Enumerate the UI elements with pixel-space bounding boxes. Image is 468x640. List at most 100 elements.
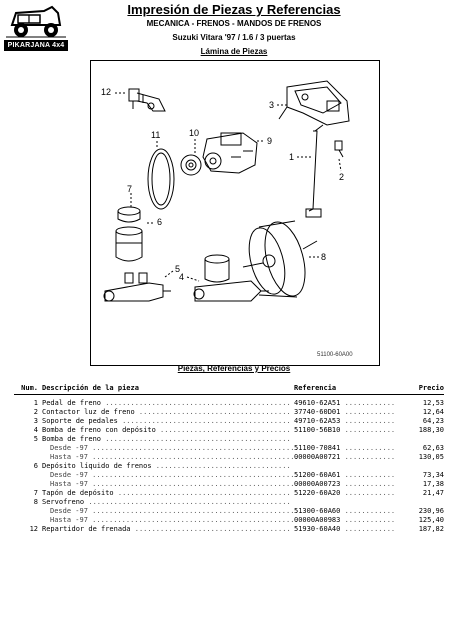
row-desc: Hasta -97 ..............................…	[50, 480, 300, 489]
dot-leader: ........................................…	[160, 426, 292, 434]
row-ref: 49610-62A51 ....................	[294, 399, 394, 408]
logo-text: PIKARJANA 4x4	[4, 40, 68, 51]
row-price: 12,53	[422, 399, 444, 407]
dot-leader: ........................................…	[155, 462, 292, 470]
dot-leader: ........................................…	[92, 516, 300, 524]
dot-leader: ........................................…	[92, 507, 300, 515]
dot-leader: ........................................…	[92, 480, 300, 488]
pulley-icon	[180, 154, 202, 176]
row-ref: 51220-60A20 ....................	[294, 489, 394, 498]
callout-label: 7	[127, 184, 133, 194]
row-num: 5	[33, 435, 38, 443]
row-num: 2	[33, 408, 38, 416]
row-price: 125,40	[418, 516, 444, 524]
row-desc: Repartidor de frenada ..................…	[42, 525, 292, 534]
row-price: 130,05	[418, 453, 444, 461]
table-row: 1 Pedal de freno ........................…	[14, 399, 444, 408]
dot-leader: ....................	[344, 525, 394, 533]
row-price: 17,38	[422, 480, 444, 488]
row-desc: Bomba de freno .........................…	[42, 435, 292, 444]
row-ref: 51200-60A61 ....................	[294, 471, 394, 480]
dot-leader: ........................................…	[105, 435, 292, 443]
dot-leader: ........................................…	[138, 408, 292, 416]
header-ref: Referencia	[294, 384, 337, 392]
callout-label: 1	[289, 152, 295, 162]
header-desc: Descripción de la pieza	[42, 384, 139, 392]
parts-section-title: Piezas, Referencias y Precios	[177, 364, 291, 373]
row-desc: Depósito líquido de frenos .............…	[42, 462, 292, 471]
diagram-code: 51100-60A00	[317, 352, 353, 358]
drive-belt-icon	[147, 148, 175, 210]
logo: PIKARJANA 4x4	[4, 3, 68, 51]
row-ref: 00000A00723 ....................	[294, 480, 394, 489]
pedal-bracket-icon	[278, 80, 350, 126]
table-row: Hasta -97 ..............................…	[14, 453, 444, 462]
master-cylinder-with-reservoir-icon	[193, 254, 269, 302]
table-body: 1 Pedal de freno ........................…	[14, 399, 444, 534]
parts-diagram: 12 11 10 9 3 1 2 7 6 5 4 8 51100-60A00	[90, 60, 380, 366]
row-desc: Servofreno .............................…	[42, 498, 292, 507]
row-num: 7	[33, 489, 38, 497]
callout-label: 6	[157, 217, 163, 227]
brake-pedal-icon	[305, 124, 324, 218]
callout-label: 10	[189, 128, 200, 138]
page-title: Impresión de Piezas y Referencias	[127, 2, 341, 17]
callout-label: 3	[269, 100, 275, 110]
dot-leader: ....................	[344, 471, 394, 479]
table-row: 5 Bomba de freno ........................…	[14, 435, 444, 444]
row-desc: Tapón de depósito ......................…	[42, 489, 292, 498]
jeep-logo-icon	[4, 3, 68, 41]
row-desc: Desde -97 ..............................…	[50, 507, 300, 516]
header-price: Precio	[418, 384, 444, 392]
page-subtitle: MECANICA - FRENOS - MANDOS DE FRENOS	[146, 19, 322, 28]
brake-booster-icon	[242, 220, 318, 298]
table-row: Hasta -97 ..............................…	[14, 516, 444, 525]
dot-leader: ....................	[344, 489, 394, 497]
callout-label: 4	[179, 272, 185, 282]
dot-leader: ........................................…	[88, 498, 292, 506]
brake-parts-drawing	[103, 80, 350, 302]
reservoir-cap-icon	[117, 206, 141, 223]
row-num: 3	[33, 417, 38, 425]
dot-leader: ........................................…	[134, 525, 292, 533]
row-ref: 51930-60A40 ....................	[294, 525, 394, 534]
row-desc: Pedal de freno .........................…	[42, 399, 292, 408]
row-price: 12,64	[422, 408, 444, 416]
dot-leader: ....................	[344, 408, 394, 416]
callout-label: 5	[175, 264, 181, 274]
row-ref: 51100-56B10 ....................	[294, 426, 394, 435]
dot-leader: ....................	[344, 453, 394, 461]
table-row: Desde -97 ..............................…	[14, 471, 444, 480]
table-row: 4 Bomba de freno con depósito ...........…	[14, 426, 444, 435]
row-num: 1	[33, 399, 38, 407]
row-price: 188,30	[418, 426, 444, 434]
callout-label: 12	[101, 87, 112, 97]
stoplight-switch-icon	[334, 140, 344, 158]
header-num: Num.	[21, 384, 38, 392]
master-cylinder-icon	[103, 272, 171, 302]
dot-leader: ........................................…	[92, 471, 300, 479]
table-row: 3 Soporte de pedales ....................…	[14, 417, 444, 426]
callout-label: 11	[151, 130, 161, 140]
callout-label: 2	[339, 172, 345, 182]
callout-label: 9	[267, 136, 273, 146]
row-ref: 51300-60A60 ....................	[294, 507, 394, 516]
row-desc: Soporte de pedales .....................…	[42, 417, 292, 426]
row-num: 4	[33, 426, 38, 434]
row-desc: Bomba de freno con depósito ............…	[42, 426, 292, 435]
row-price: 230,96	[418, 507, 444, 515]
row-ref: 00000A00983 ....................	[294, 516, 394, 525]
row-desc: Desde -97 ..............................…	[50, 471, 300, 480]
callout-label: 8	[321, 252, 327, 262]
row-price: 73,34	[422, 471, 444, 479]
dot-leader: ....................	[344, 417, 394, 425]
dot-leader: ........................................…	[117, 489, 292, 497]
dot-leader: ........................................…	[92, 444, 300, 452]
row-num: 12	[29, 525, 38, 533]
row-desc: Desde -97 ..............................…	[50, 444, 300, 453]
dot-leader: ....................	[344, 480, 394, 488]
table-row: Desde -97 ..............................…	[14, 507, 444, 516]
vehicle-label: Suzuki Vitara '97 / 1.6 / 3 puertas	[172, 33, 296, 42]
